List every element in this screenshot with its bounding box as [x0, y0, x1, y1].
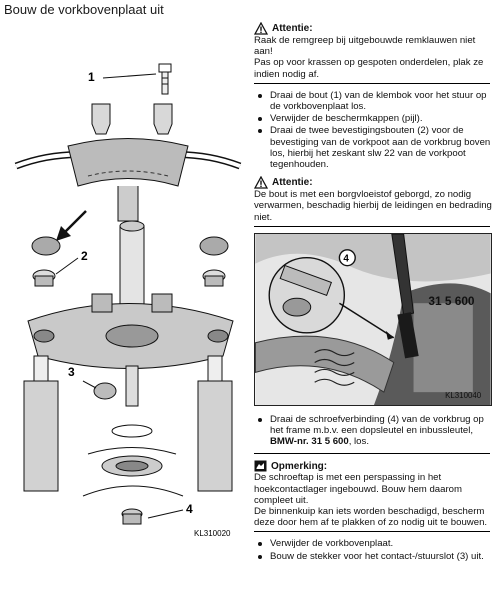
- warning-heading-text-2: Attentie:: [272, 177, 313, 189]
- callout-2: 2: [81, 249, 88, 263]
- step-text: Draai de schroefverbinding (4) van de vo…: [270, 413, 484, 437]
- exploded-view-figure: 1 2: [8, 36, 246, 541]
- warning-triangle-icon: [254, 176, 268, 189]
- figure-code-right: KL310040: [445, 391, 482, 400]
- tool-photo-figure: 4 31 5 600 KL310040: [254, 232, 492, 406]
- note-body: De schroeftap is met een perspassing in …: [254, 472, 494, 528]
- warning-triangle-icon: [254, 22, 268, 35]
- note-line-1: De schroeftap is met een perspassing in …: [254, 472, 462, 506]
- note-line-2: De binnenkuip kan iets worden beschadigd…: [254, 506, 488, 529]
- bolt-1-drawing: [158, 63, 172, 95]
- list-item: Verwijder de vorkbovenplaat.: [254, 538, 494, 549]
- steps-list-1: Draai de bout (1) van de klembok voor he…: [254, 90, 494, 170]
- tool-number-label: 31 5 600: [428, 294, 475, 308]
- list-item: Draai de twee bevestigingsbouten (2) voo…: [254, 125, 494, 170]
- instructions-column: Attentie: Raak de remgreep bij uitgebouw…: [254, 22, 494, 568]
- warning-line-1: Raak de remgreep bij uitgebouwde remklau…: [254, 35, 476, 58]
- note-hand-icon: [254, 460, 267, 472]
- callout-1: 1: [88, 70, 95, 84]
- divider: [254, 82, 490, 84]
- list-item: Verwijder de beschermkappen (pijl).: [254, 113, 494, 124]
- list-item: Bouw de stekker voor het contact-/stuurs…: [254, 551, 494, 562]
- warning-heading-text-1: Attentie:: [272, 22, 313, 34]
- warning-body-1: Raak de remgreep bij uitgebouwde remklau…: [254, 35, 494, 80]
- warning-line-2: Pas op voor krassen op gespoten onderdel…: [254, 57, 484, 80]
- list-item: Draai de bout (1) van de klembok voor he…: [254, 90, 494, 112]
- page-title: Bouw de vorkbovenplaat uit: [4, 2, 164, 17]
- warning-body-2: De bout is met een borgvloeistof geborgd…: [254, 189, 492, 223]
- step-text-end: , los.: [348, 436, 369, 448]
- warning-heading-2: Attentie:: [254, 176, 494, 189]
- list-item: Draai de schroefverbinding (4) van de vo…: [254, 414, 494, 448]
- note-heading-text: Opmerking:: [271, 460, 328, 472]
- divider: [254, 225, 490, 227]
- figure-code-left: KL310020: [194, 529, 231, 538]
- note-heading: Opmerking:: [254, 460, 494, 472]
- callout-3: 3: [68, 365, 75, 379]
- callout-4: 4: [186, 502, 193, 516]
- divider: [254, 453, 490, 455]
- divider: [254, 531, 490, 533]
- warning-heading-1: Attentie:: [254, 22, 494, 35]
- photo-callout-4: 4: [343, 254, 349, 265]
- steps-list-3: Verwijder de vorkbovenplaat. Bouw de ste…: [254, 538, 494, 562]
- bmw-part-number: BMW-nr. 31 5 600: [270, 436, 349, 448]
- steps-list-2: Draai de schroefverbinding (4) van de vo…: [254, 414, 494, 448]
